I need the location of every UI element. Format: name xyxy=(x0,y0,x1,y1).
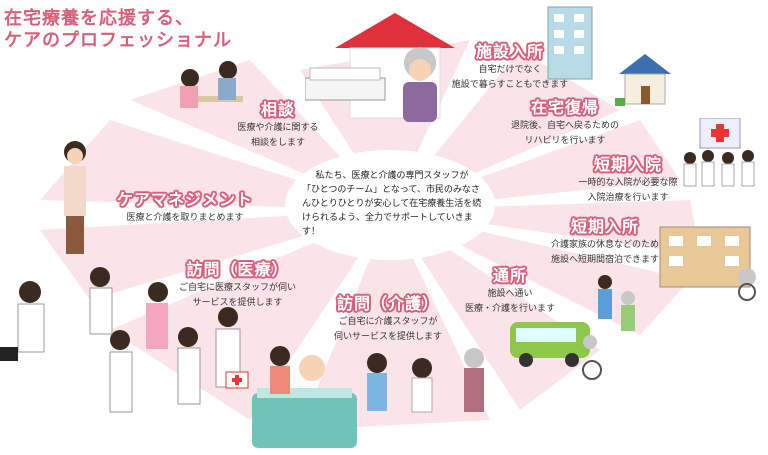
service-home-visit-medical: 訪問（医療） ご自宅に医療スタッフが伺い サービスを提供します xyxy=(165,256,310,310)
service-title: 通所 xyxy=(492,266,527,285)
service-desc: 施設で暮らすこともできます xyxy=(451,80,569,90)
short-stay-facility-illustration xyxy=(659,226,756,301)
service-desc: 介護家族の休息などのため xyxy=(550,240,659,250)
service-short-stay: 短期入所 介護家族の休息などのため 施設へ短期間宿泊できます xyxy=(535,213,675,267)
service-desc: 医療と介護を取りまとめます xyxy=(126,213,244,223)
consultation-illustration xyxy=(180,61,243,108)
home-return-house-illustration xyxy=(615,54,671,106)
service-desc: 医療や介護に関する xyxy=(237,123,319,133)
service-title: 短期入院 xyxy=(593,155,662,174)
center-bubble xyxy=(285,150,495,260)
service-title: 短期入所 xyxy=(570,217,639,236)
medical-visit-staff-illustration xyxy=(0,267,249,413)
service-desc: 退院後、自宅へ戻るための xyxy=(510,121,619,131)
service-desc: 施設へ通い xyxy=(487,289,533,299)
home-elderly-illustration xyxy=(305,13,455,122)
service-facility-admission: 施設入所 自宅だけでなく 施設で暮らすこともできます xyxy=(450,38,570,92)
service-desc: ご自宅に介護スタッフが xyxy=(338,317,438,327)
service-day-care: 通所 施設へ通い 医療・介護を行います xyxy=(450,262,570,316)
service-title: 施設入所 xyxy=(475,42,544,61)
home-care-bath-illustration xyxy=(252,346,484,448)
page-heading-line2: ケアのプロフェッショナル xyxy=(4,30,232,51)
service-short-hospitalization: 短期入院 一時的な入院が必要な際 入院治療を行います xyxy=(563,151,693,205)
service-desc: 医療・介護を行います xyxy=(464,304,555,314)
service-home-return: 在宅復帰 退院後、自宅へ戻るための リハビリを行います xyxy=(500,94,630,148)
service-home-visit-care: 訪問（介護） ご自宅に介護スタッフが 伺いサービスを提供します xyxy=(318,290,458,344)
service-desc: 入院治療を行います xyxy=(587,193,669,203)
service-desc: サービスを提供します xyxy=(192,298,283,308)
service-title: 相談 xyxy=(260,100,295,119)
service-title: 訪問（介護） xyxy=(336,294,439,313)
service-desc: 施設へ短期間宿泊できます xyxy=(550,255,659,265)
care-manager-illustration xyxy=(64,141,86,254)
service-desc: ご自宅に医療スタッフが伺い xyxy=(178,283,296,293)
service-consultation: 相談 医療や介護に関する 相談をします xyxy=(228,96,328,150)
service-desc: 一時的な入院が必要な際 xyxy=(578,178,678,188)
service-desc: 相談をします xyxy=(250,138,305,148)
service-desc: リハビリを行います xyxy=(524,136,606,146)
service-desc: 自宅だけでなく xyxy=(478,65,542,75)
facility-building-illustration xyxy=(547,6,593,80)
service-title: 在宅復帰 xyxy=(530,98,599,117)
service-title: ケアマネジメント xyxy=(116,190,253,209)
center-message: 私たち、医療と介護の専門スタッフが「ひとつのチーム」となって、市民のみなさんひと… xyxy=(302,171,482,237)
service-title: 訪問（医療） xyxy=(186,260,289,279)
hospital-staff-illustration xyxy=(683,118,755,187)
day-service-bus-illustration xyxy=(510,275,635,380)
service-desc: 伺いサービスを提供します xyxy=(333,332,442,342)
page-heading-line1: 在宅療養を応援する、 xyxy=(4,8,194,29)
service-care-management: ケアマネジメント 医療と介護を取りまとめます xyxy=(100,186,270,225)
